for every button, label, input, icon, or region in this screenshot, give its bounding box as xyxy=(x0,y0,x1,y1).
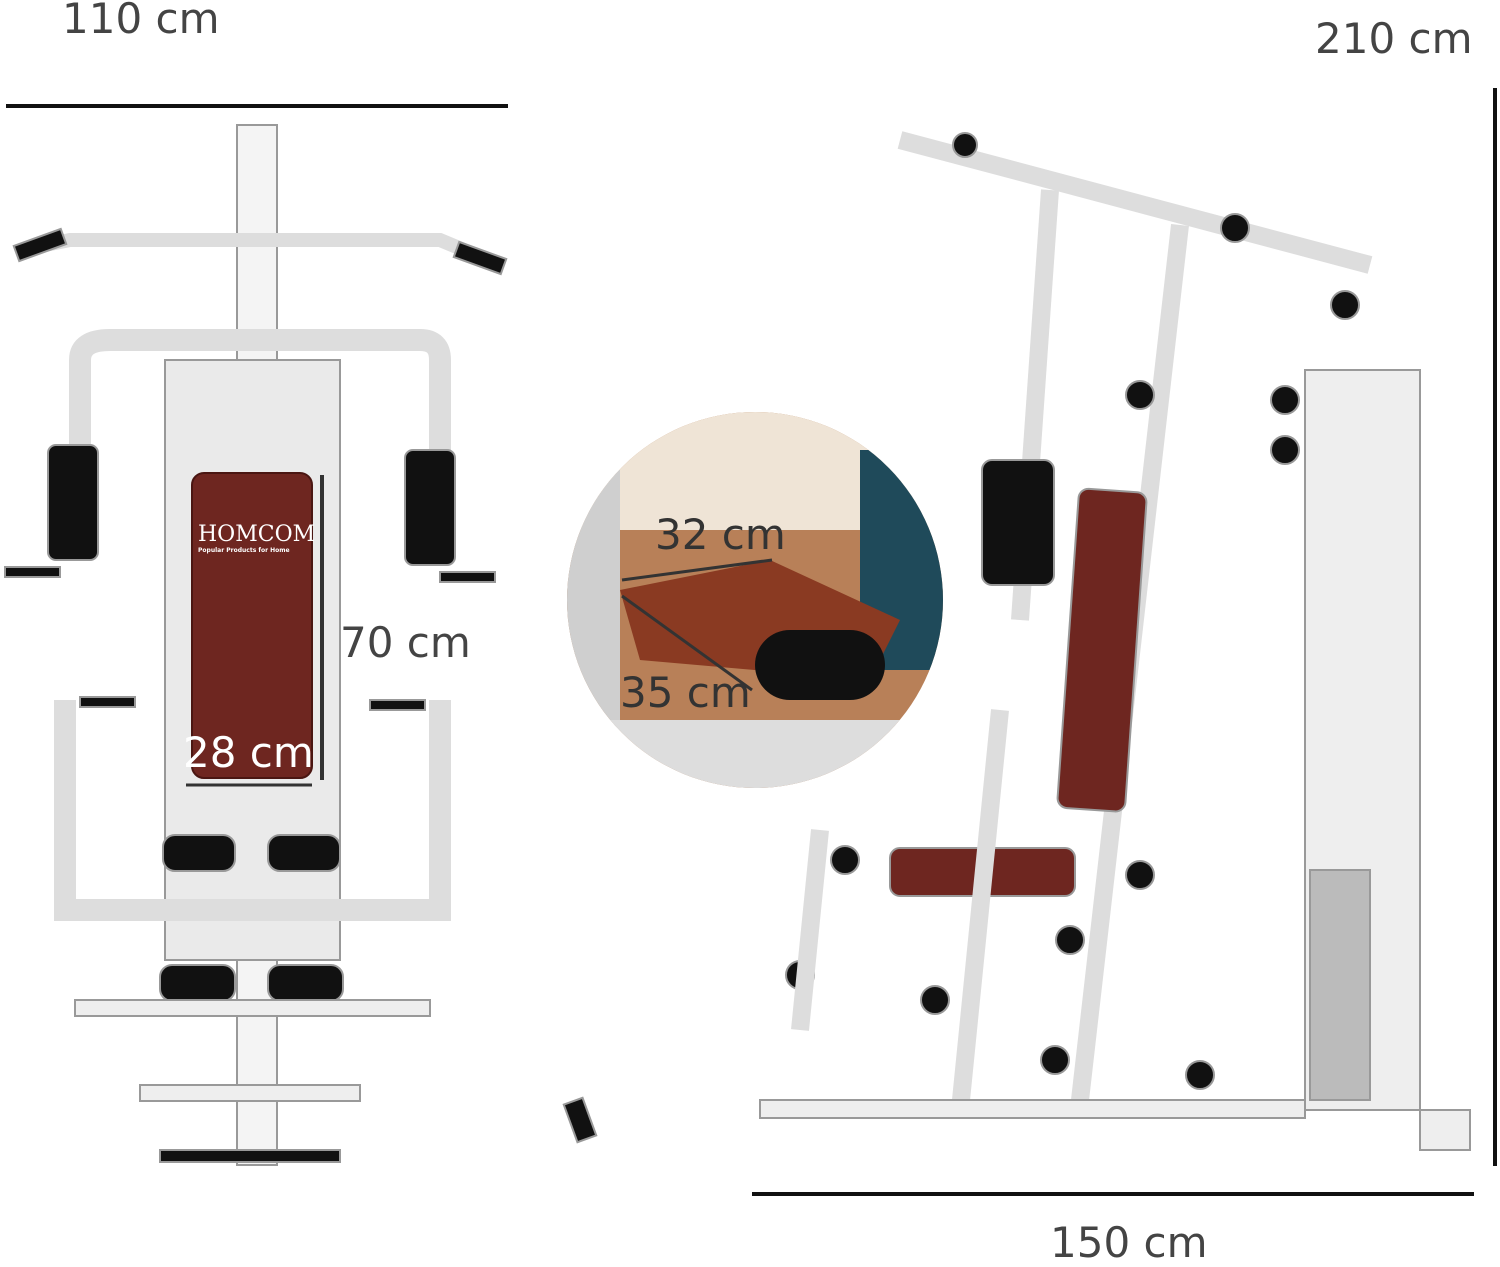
length-label: 150 cm xyxy=(1050,1218,1208,1267)
left-press-handle xyxy=(4,566,61,578)
pulley xyxy=(952,132,978,158)
seat-detail-inset xyxy=(567,412,943,788)
pulley xyxy=(1270,385,1300,415)
lat-bar-left-grip xyxy=(12,227,68,263)
lower-left-leg-roller xyxy=(159,964,236,1002)
pulley xyxy=(920,985,950,1015)
seat-depth-marker xyxy=(621,558,773,582)
right-press-handle xyxy=(439,571,496,583)
side-view xyxy=(562,131,1471,1151)
width-label: 110 cm xyxy=(62,0,220,43)
backrest-pad xyxy=(1056,487,1148,813)
height-label: 210 cm xyxy=(1315,14,1473,63)
pulley xyxy=(1185,1060,1215,1090)
top-beam xyxy=(897,131,1373,274)
lat-bar-right-grip xyxy=(452,240,508,276)
pulley xyxy=(1055,925,1085,955)
pulley xyxy=(1125,860,1155,890)
pulley xyxy=(1270,435,1300,465)
backrest-pad xyxy=(191,472,313,779)
rear-foot xyxy=(1419,1109,1471,1151)
pulley xyxy=(1040,1045,1070,1075)
brand-logo: HOMCOM Popular Products for Home xyxy=(198,522,315,554)
seat-width-marker xyxy=(621,594,753,692)
leg-extension-arm xyxy=(791,829,829,1031)
low-pulley-handle xyxy=(159,1149,341,1163)
right-pec-handle xyxy=(369,699,426,711)
pulley xyxy=(1330,290,1360,320)
upper-right-leg-roller xyxy=(267,834,341,872)
seat-width-label: 35 cm xyxy=(620,668,751,717)
backrest-width-label: 28 cm xyxy=(183,728,314,777)
upper-left-leg-roller xyxy=(162,834,236,872)
backrest-height-label: 70 cm xyxy=(340,618,471,667)
brand-tagline: Popular Products for Home xyxy=(198,547,290,554)
base-closeup xyxy=(567,720,943,788)
foam-roller-closeup xyxy=(755,630,885,700)
weight-plates xyxy=(1309,869,1371,1101)
frame-detail xyxy=(567,470,620,788)
left-arm-pad xyxy=(47,444,99,561)
press-arms xyxy=(69,329,451,450)
leg-roller xyxy=(830,845,860,875)
height-line xyxy=(1493,88,1497,1166)
front-base-bar xyxy=(139,1084,361,1102)
brand-name: HOMCOM xyxy=(198,522,316,547)
seat-post xyxy=(951,709,1009,1111)
lower-right-leg-roller xyxy=(267,964,344,1002)
width-line xyxy=(6,104,508,108)
front-view xyxy=(4,124,508,1166)
left-pec-handle xyxy=(79,696,136,708)
arm-pad xyxy=(981,459,1055,586)
pec-arms xyxy=(54,700,451,921)
rear-base-bar xyxy=(74,999,431,1017)
right-arm-pad xyxy=(404,449,456,566)
pulley xyxy=(1220,213,1250,243)
seat-depth-label: 32 cm xyxy=(655,510,786,559)
pulley xyxy=(1125,380,1155,410)
base-rail xyxy=(759,1099,1306,1119)
length-line xyxy=(752,1192,1474,1196)
ankle-handle xyxy=(562,1096,598,1144)
